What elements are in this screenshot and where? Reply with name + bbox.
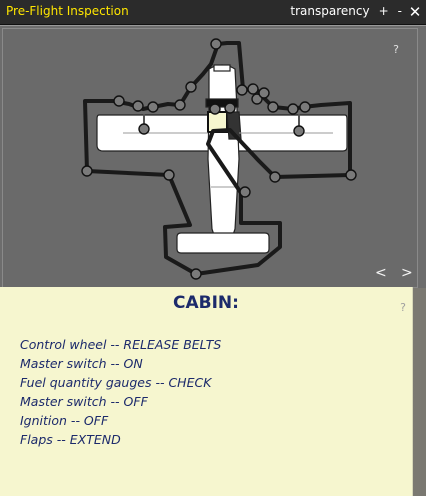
checklist-item: Fuel quantity gauges -- CHECK [20, 375, 212, 390]
window-title: Pre-Flight Inspection [6, 4, 129, 18]
fuselage-shape [207, 64, 240, 245]
checkpoints [81, 38, 357, 280]
checkpoint-marker[interactable] [190, 268, 202, 280]
checkpoint-marker[interactable] [293, 125, 305, 137]
checklist-item: Master switch -- ON [20, 356, 143, 371]
previous-step-button[interactable]: < [375, 265, 387, 281]
checkpoint-marker[interactable] [185, 81, 197, 93]
tail-shape [176, 232, 270, 254]
diagram-help-button[interactable]: ? [393, 43, 399, 56]
checkpoint-marker[interactable] [267, 101, 279, 113]
checkpoint-marker[interactable] [174, 99, 186, 111]
checkpoint-marker[interactable] [236, 84, 248, 96]
checkpoint-marker[interactable] [210, 38, 222, 50]
checkpoint-marker[interactable] [287, 103, 299, 115]
checkpoint-marker[interactable] [299, 101, 311, 113]
close-icon: ✕ [408, 3, 422, 21]
checkpoint-marker[interactable] [81, 165, 93, 177]
checkpoint-marker[interactable] [224, 102, 236, 114]
diagram-panel: ? < > [0, 25, 426, 288]
checkpoint-marker[interactable] [132, 100, 144, 112]
cowling [213, 64, 231, 72]
title-bar[interactable]: Pre-Flight Inspection transparency + - ✕ [0, 0, 426, 25]
step-help-button[interactable]: ? [400, 301, 406, 314]
checkpoint-marker[interactable] [345, 169, 357, 181]
transparency-label: transparency [290, 4, 370, 18]
checkpoint-marker[interactable] [239, 186, 251, 198]
checkpoint-marker[interactable] [138, 123, 150, 135]
aircraft-silhouette [96, 64, 348, 254]
cockpit-windshield [205, 98, 239, 108]
checkpoint-marker[interactable] [258, 87, 270, 99]
checklist: Control wheel -- RELEASE BELTS Master sw… [20, 335, 221, 449]
transparency-increase-button[interactable]: + [378, 4, 389, 18]
checkpoint-marker[interactable] [209, 103, 221, 115]
transparency-controls: transparency + - [290, 4, 402, 18]
checkpoint-marker[interactable] [147, 101, 159, 113]
step-title: CABIN: [173, 293, 239, 313]
checkpoint-marker[interactable] [247, 83, 259, 95]
aircraft-diagram: ? < > [2, 28, 418, 288]
checklist-item: Master switch -- OFF [20, 394, 148, 409]
checkpoint-marker[interactable] [269, 171, 281, 183]
close-button[interactable]: ✕ [406, 3, 424, 21]
next-step-button[interactable]: > [401, 265, 413, 281]
checklist-item: Ignition -- OFF [20, 413, 109, 428]
step-panel: CABIN: ? Control wheel -- RELEASE BELTS … [0, 287, 413, 496]
checklist-item: Control wheel -- RELEASE BELTS [20, 337, 222, 352]
aircraft-diagram-svg [81, 38, 357, 280]
checklist-item: Flaps -- EXTEND [20, 432, 121, 447]
checkpoint-marker[interactable] [251, 93, 263, 105]
checkpoint-marker[interactable] [163, 169, 175, 181]
checkpoint-marker[interactable] [113, 95, 125, 107]
transparency-decrease-button[interactable]: - [397, 4, 402, 18]
